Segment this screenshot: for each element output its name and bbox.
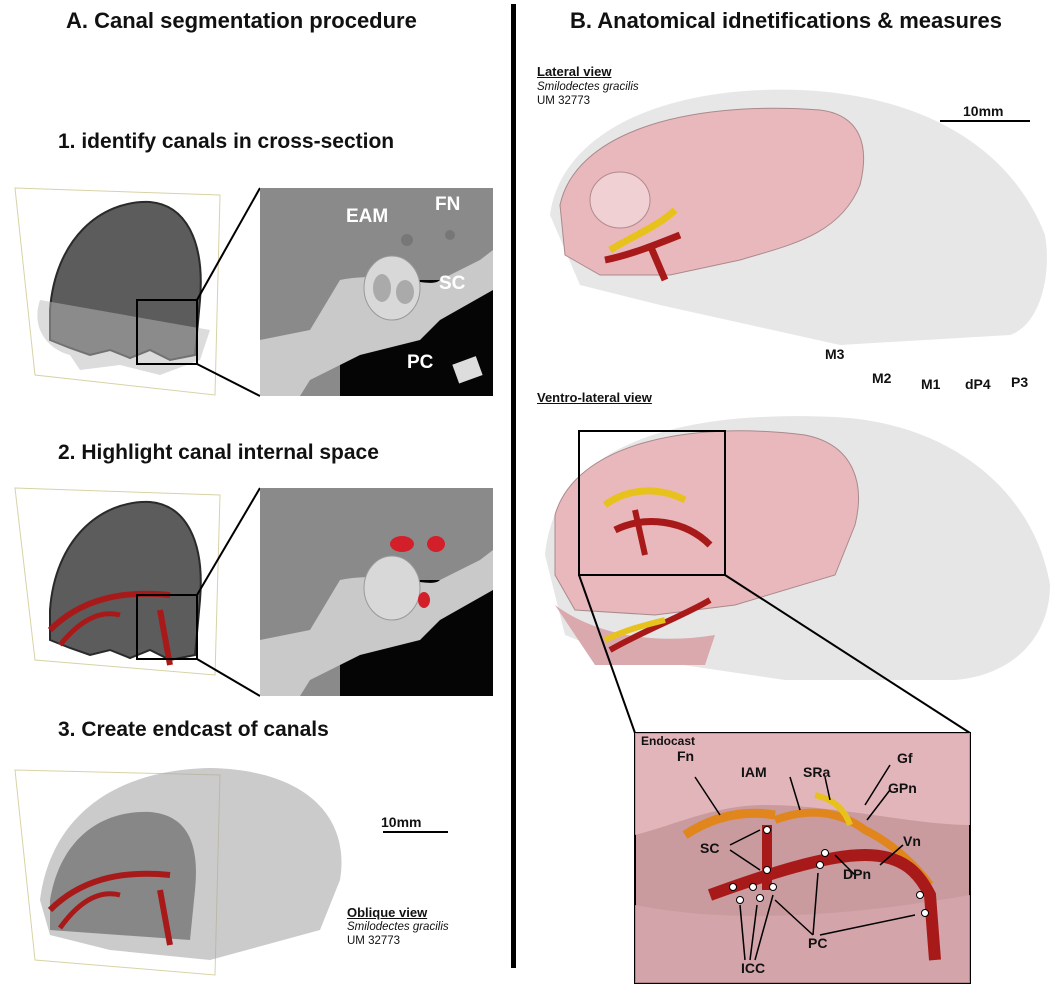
oblique-view-title: Oblique view	[347, 905, 427, 920]
endo-label-sra: SRa	[803, 764, 830, 780]
oblique-specimen: UM 32773	[347, 934, 400, 948]
tooth-m2: M2	[872, 370, 891, 386]
step-1-title: 1. identify canals in cross-section	[58, 130, 394, 154]
endo-label-gpn: GPn	[888, 780, 917, 796]
panel-b-title: B. Anatomical idnetifications & measures	[570, 8, 1002, 34]
endo-label-gf: Gf	[897, 750, 913, 766]
endo-label-vn: Vn	[903, 833, 921, 849]
endo-label-iam: IAM	[741, 764, 767, 780]
endo-label-fn: Fn	[677, 748, 694, 764]
label-fn: FN	[435, 194, 460, 216]
panel-divider	[511, 4, 516, 968]
step-2-title: 2. Highlight canal internal space	[58, 441, 379, 465]
tooth-dp4: dP4	[965, 376, 991, 392]
lateral-skull-figure	[540, 85, 1055, 380]
panel-a-title: A. Canal segmentation procedure	[66, 8, 417, 34]
oblique-species: Smilodectes gracilis	[347, 920, 449, 934]
endo-label-pc: PC	[808, 935, 827, 951]
endo-label-sc: SC	[700, 840, 719, 856]
step-2-figure	[10, 480, 510, 700]
endocast-title: Endocast	[641, 734, 695, 748]
ventro-lateral-view-title: Ventro-lateral view	[537, 390, 652, 405]
endo-label-dpn: DPn	[843, 866, 871, 882]
step-3-figure	[10, 760, 500, 990]
tooth-m3: M3	[825, 346, 844, 362]
tooth-p3: P3	[1011, 374, 1028, 390]
lateral-view-title: Lateral view	[537, 64, 611, 79]
ventro-lateral-figure	[535, 405, 1055, 985]
label-eam: EAM	[346, 206, 388, 228]
label-sc: SC	[439, 273, 465, 295]
endo-label-icc: ICC	[741, 960, 765, 976]
highlighted-canal-red	[390, 536, 414, 552]
scale-a-label: 10mm	[381, 814, 421, 830]
step-3-title: 3. Create endcast of canals	[58, 718, 329, 742]
label-pc: PC	[407, 352, 433, 374]
tooth-m1: M1	[921, 376, 940, 392]
